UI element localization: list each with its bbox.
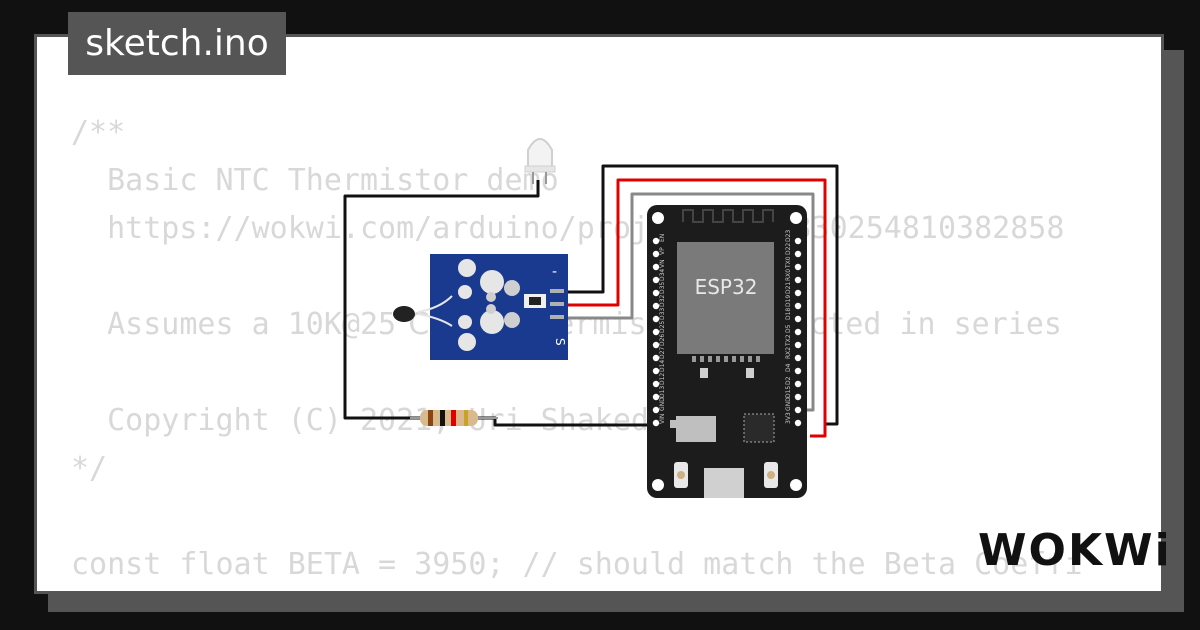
wires [343,164,839,438]
antenna-trace [682,209,774,223]
header-pin-hole[interactable] [652,367,660,375]
voltage-regulator [676,416,716,442]
esp32-board[interactable]: ESP32 EN VP VN D34 D35 D32 D33 [647,205,807,498]
code-line-3: https://wokwi.com/arduino/projects/29933… [71,211,1065,246]
header-pin-hole[interactable] [794,341,802,349]
code-line-7: Copyright (C) 2021, Uri Shaked [71,403,649,438]
thermistor-bead [393,306,415,322]
pin-label: D4 [785,363,792,372]
header-pin-hole[interactable] [794,263,802,271]
header-pin-hole[interactable] [794,276,802,284]
usb-port[interactable] [704,468,744,498]
pin-label: D34 [659,269,666,281]
pin-label: D32 [659,295,666,307]
wire-resistor-to-gnd [478,416,658,427]
led[interactable] [524,138,556,184]
pin-label: VP [659,247,666,255]
pin-label: D2 [785,376,792,385]
header-pin-hole[interactable] [794,237,802,245]
header-pin-hole[interactable] [794,302,802,310]
pin-label: D33 [659,308,666,320]
pin-label: TX2 [785,334,792,347]
pin-label: GND [785,397,792,411]
wire-gray-signal [563,192,815,412]
header-pin-hole[interactable] [652,354,660,362]
pin-label: D18 [785,308,792,320]
header-pin-hole[interactable] [652,393,660,401]
esp32-chip [677,242,774,354]
header-pin-hole[interactable] [652,276,660,284]
header-pin-hole[interactable] [652,250,660,258]
header-pin-hole[interactable] [794,406,802,414]
pin-label: D19 [785,295,792,307]
header-pin-hole[interactable] [794,419,802,427]
wire-black-gnd [563,164,839,426]
header-pin-hole[interactable] [794,380,802,388]
header-pin-hole[interactable] [652,406,660,414]
pin-label: VN [659,259,666,268]
pin-label: D5 [785,324,792,333]
pin-label: VIN [659,414,666,424]
header-pin-hole[interactable] [652,419,660,427]
pin-label: 3V3 [785,412,792,424]
pin-label: RX0 [785,269,792,281]
file-tab[interactable]: sketch.ino [68,12,286,75]
pin-label: D12 [659,373,666,385]
header-pin-hole[interactable] [794,250,802,258]
header-pin-hole[interactable] [652,315,660,323]
pin-s-label: S [553,338,567,346]
header-pin-hole[interactable] [652,237,660,245]
header-pin-hole[interactable] [652,328,660,336]
header-pin-hole[interactable] [794,328,802,336]
pin-label: D26 [659,334,666,346]
code-line-8: */ [71,451,108,486]
header-pin-hole[interactable] [794,289,802,297]
pin-label: D35 [659,282,666,294]
pin-label: D25 [659,321,666,333]
pin-label: D27 [659,347,666,359]
pin-label: GND [659,397,666,411]
usb-uart-chip [743,413,775,443]
ntc-sensor-module[interactable]: - S [393,254,568,360]
pin-minus-label: - [552,264,557,280]
pin-label: TX0 [785,256,792,269]
wire-red-3v3 [563,178,827,438]
code-line-10: const float BETA = 3950; // should match… [71,547,1083,582]
header-pin-hole[interactable] [652,289,660,297]
wokwi-logo: WOKWi [978,525,1172,576]
header-pin-hole[interactable] [794,393,802,401]
header-pin-hole[interactable] [652,380,660,388]
pin-label: D21 [785,282,792,294]
wire-led-to-resistor [343,180,540,420]
header-pin-hole[interactable] [652,302,660,310]
preview-card: /** Basic NTC Thermistor demo https://wo… [34,34,1164,594]
chip-label: ESP32 [695,275,758,299]
code-line-1: /** [71,115,126,150]
header-pin-hole[interactable] [794,315,802,323]
header-pin-hole[interactable] [652,341,660,349]
pin-label: EN [659,234,666,242]
header-pin-hole[interactable] [794,367,802,375]
header-pin-hole[interactable] [652,263,660,271]
pin-label: D13 [659,386,666,398]
pin-label: D23 [785,230,792,242]
pin-label: D15 [785,386,792,398]
pin-label: RX2 [785,347,792,359]
pin-label: D22 [785,243,792,255]
pin-label: D14 [659,360,666,372]
header-pin-hole[interactable] [794,354,802,362]
resistor[interactable] [410,410,498,426]
